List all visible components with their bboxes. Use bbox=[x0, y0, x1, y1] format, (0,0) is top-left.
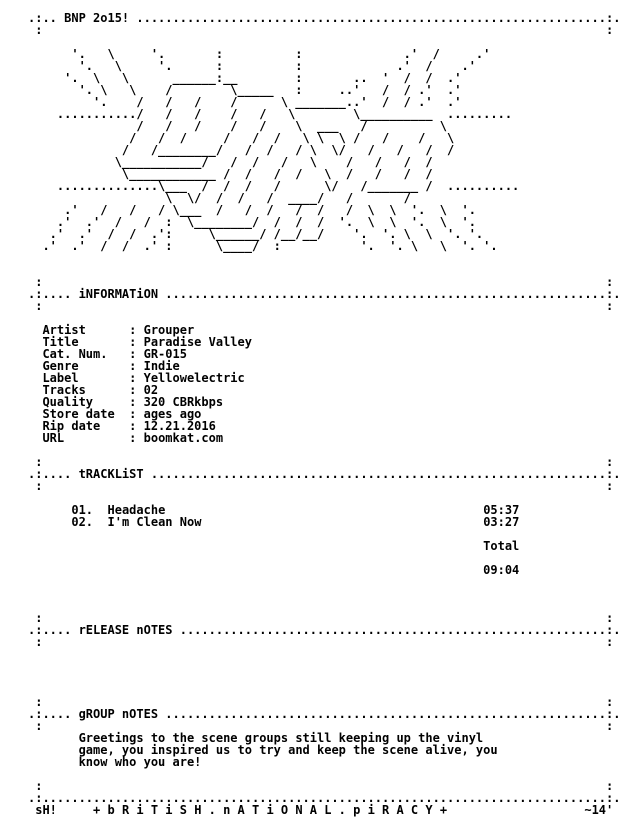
section-information-header-label: iNFORMATiON bbox=[78, 287, 159, 301]
info-row: Tracks : 02 bbox=[42, 383, 159, 397]
section-rule-bottom: : : bbox=[28, 479, 614, 493]
total-duration-row: 09:04 bbox=[28, 563, 519, 577]
total-label: Total bbox=[483, 539, 520, 553]
total-label-row: Total bbox=[28, 539, 519, 553]
section-tracklist-header-label: tRACKLiST bbox=[78, 467, 144, 481]
info-value: Yellowelectric bbox=[143, 371, 245, 385]
group-notes-line: Greetings to the scene groups still keep… bbox=[28, 731, 484, 745]
section-rule-bottom: : : bbox=[28, 719, 614, 733]
info-value: GR-015 bbox=[143, 347, 187, 361]
section-rule-bottom: : : bbox=[28, 299, 614, 313]
info-row: Rip date : 12.21.2016 bbox=[42, 419, 216, 433]
info-row: Store date : ages ago bbox=[42, 407, 202, 421]
track-row: 01. Headache 05:37 bbox=[28, 503, 519, 517]
section-rule-top: : : bbox=[28, 275, 614, 289]
section-information-header: .:.... iNFORMATiON .....................… bbox=[28, 287, 621, 301]
track-duration: 05:37 bbox=[483, 503, 520, 517]
group-notes-text: game, you inspired us to try and keep th… bbox=[78, 743, 498, 757]
track-number: 01. bbox=[71, 503, 94, 517]
section-release-notes-header: .:.... rELEASE nOTES ...................… bbox=[28, 623, 621, 637]
info-label: Store date bbox=[42, 407, 115, 421]
footer-dots: .:......................................… bbox=[28, 791, 621, 805]
info-value: 02 bbox=[143, 383, 159, 397]
section-group-notes-header-label: gROUP nOTES bbox=[78, 707, 159, 721]
section-release-notes-header-label: rELEASE nOTES bbox=[78, 623, 173, 637]
group-notes-line: know who you are! bbox=[28, 755, 202, 769]
group-notes-line: game, you inspired us to try and keep th… bbox=[28, 743, 498, 757]
section-rule-top: : : bbox=[28, 695, 614, 709]
section-group-notes-header: .:.... gROUP nOTES .....................… bbox=[28, 707, 621, 721]
track-title: I'm Clean Now bbox=[107, 515, 202, 529]
info-value: boomkat.com bbox=[143, 431, 224, 445]
info-value: 12.21.2016 bbox=[143, 419, 216, 433]
footer-bar: sH! + b R i T i S H . n A T i O N A L . … bbox=[35, 803, 614, 817]
info-label: Cat. Num. bbox=[42, 347, 108, 361]
info-row: URL : boomkat.com bbox=[42, 431, 224, 445]
info-value: Paradise Valley bbox=[143, 335, 252, 349]
info-value: Indie bbox=[143, 359, 180, 373]
footer-rule-top: : : bbox=[28, 779, 614, 793]
section-rule-top: : : bbox=[28, 455, 614, 469]
section-rule-bottom: : : bbox=[28, 23, 614, 37]
info-label: URL bbox=[42, 431, 65, 445]
total-duration: 09:04 bbox=[483, 563, 520, 577]
track-row: 02. I'm Clean Now 03:27 bbox=[28, 515, 519, 529]
info-label: Tracks bbox=[42, 383, 86, 397]
info-value: Grouper bbox=[143, 323, 195, 337]
ascii-logo-art: '. \ '. : : .' / .' '. \ '. : : .' / .' … bbox=[42, 47, 520, 253]
group-notes-text: know who you are! bbox=[78, 755, 202, 769]
info-row: Artist : Grouper bbox=[42, 323, 195, 337]
info-label: Genre bbox=[42, 359, 79, 373]
info-row: Cat. Num. : GR-015 bbox=[42, 347, 187, 361]
info-row: Label : Yellowelectric bbox=[42, 371, 245, 385]
section-tracklist-header: .:.... tRACKLiST .......................… bbox=[28, 467, 621, 481]
group-notes-text: Greetings to the scene groups still keep… bbox=[78, 731, 484, 745]
footer-left: sH! bbox=[35, 803, 57, 817]
info-row: Genre : Indie bbox=[42, 359, 180, 373]
header-bar: .:.. BNP 2o15! .........................… bbox=[28, 11, 621, 25]
info-label: Label bbox=[42, 371, 79, 385]
track-number: 02. bbox=[71, 515, 94, 529]
info-value: ages ago bbox=[143, 407, 202, 421]
release-group-title: BNP 2o15! bbox=[64, 11, 130, 25]
info-row: Title : Paradise Valley bbox=[42, 335, 252, 349]
info-label: Quality bbox=[42, 395, 94, 409]
info-label: Artist bbox=[42, 323, 86, 337]
info-label: Title bbox=[42, 335, 79, 349]
section-rule-top: : : bbox=[28, 611, 614, 625]
section-rule-bottom: : : bbox=[28, 635, 614, 649]
info-value: 320 CBRkbps bbox=[143, 395, 224, 409]
info-label: Rip date bbox=[42, 419, 101, 433]
info-row: Quality : 320 CBRkbps bbox=[42, 395, 224, 409]
footer-center: + b R i T i S H . n A T i O N A L . p i … bbox=[93, 803, 448, 817]
footer-right: ~14 bbox=[584, 803, 607, 817]
track-title: Headache bbox=[107, 503, 166, 517]
track-duration: 03:27 bbox=[483, 515, 520, 529]
